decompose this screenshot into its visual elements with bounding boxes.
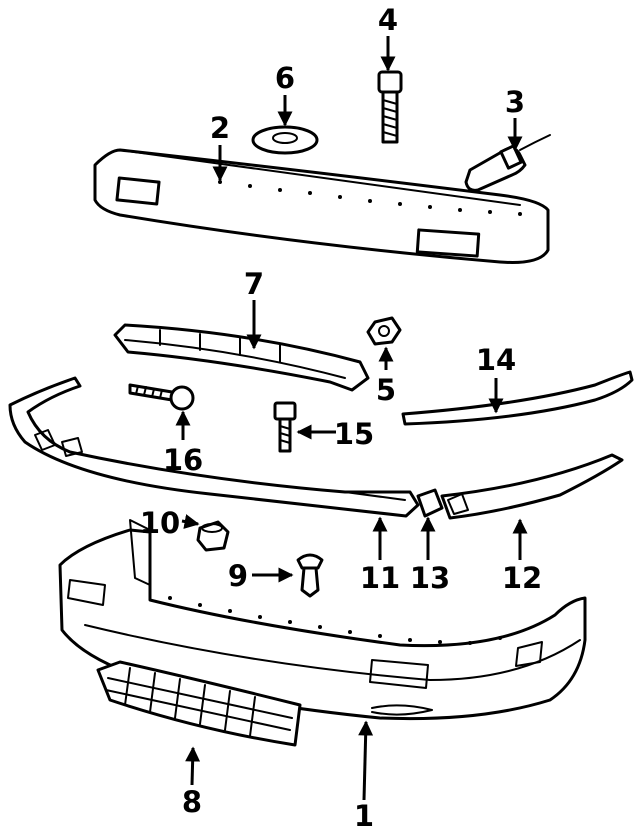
part-push-retainer (296, 553, 324, 598)
callout-14: 14 (476, 343, 516, 377)
callout-2: 2 (210, 111, 230, 145)
bar-bolt-holes (218, 180, 522, 216)
part-reinforcement-bar (93, 148, 550, 264)
callout-3: 3 (505, 85, 525, 119)
callout-1: 1 (354, 799, 374, 827)
part-bolt (377, 70, 403, 144)
part-molding-left (8, 376, 420, 518)
callout-11: 11 (360, 561, 400, 595)
part-bolt-15 (273, 401, 297, 453)
callout-9: 9 (228, 559, 248, 593)
callout-labels: 1 2 3 4 5 6 7 8 9 10 11 12 13 14 15 16 (140, 3, 542, 827)
part-bumper-pad (196, 520, 230, 552)
part-clip (416, 488, 444, 518)
part-energy-absorber (113, 323, 370, 392)
callout-4: 4 (378, 3, 398, 37)
part-molding-upper (401, 370, 634, 426)
callout-6: 6 (275, 61, 295, 95)
callout-10: 10 (140, 506, 180, 540)
leader-lines (175, 36, 528, 801)
callout-16: 16 (163, 443, 203, 477)
callout-7: 7 (244, 267, 264, 301)
cover-holes (168, 596, 502, 645)
callout-8: 8 (182, 785, 202, 819)
part-pad (251, 125, 319, 155)
part-nut (366, 316, 402, 346)
callout-13: 13 (410, 561, 450, 595)
callout-5: 5 (376, 373, 396, 407)
part-grille (96, 660, 302, 747)
callout-12: 12 (502, 561, 542, 595)
callout-15: 15 (334, 417, 374, 451)
part-bolt-16 (128, 383, 195, 411)
part-lamp-socket (464, 134, 551, 192)
part-molding-right (440, 453, 624, 520)
